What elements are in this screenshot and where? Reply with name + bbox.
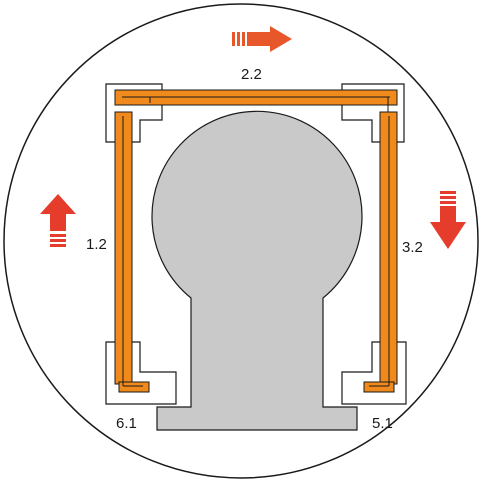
frame-inner-lines [122, 96, 390, 387]
label-bottom-left: 6.1 [116, 415, 137, 432]
label-right: 3.2 [402, 239, 423, 256]
frame-bottom-right-foot [363, 381, 395, 393]
arrow-up-icon [40, 194, 76, 247]
frame-bottom-left-foot [118, 381, 150, 393]
label-top: 2.2 [241, 66, 262, 83]
arrow-down-icon [430, 191, 466, 249]
arrow-right-icon [232, 26, 292, 52]
label-left: 1.2 [86, 236, 107, 253]
keyhole-shape [151, 110, 363, 431]
label-bottom-right: 5.1 [372, 415, 393, 432]
